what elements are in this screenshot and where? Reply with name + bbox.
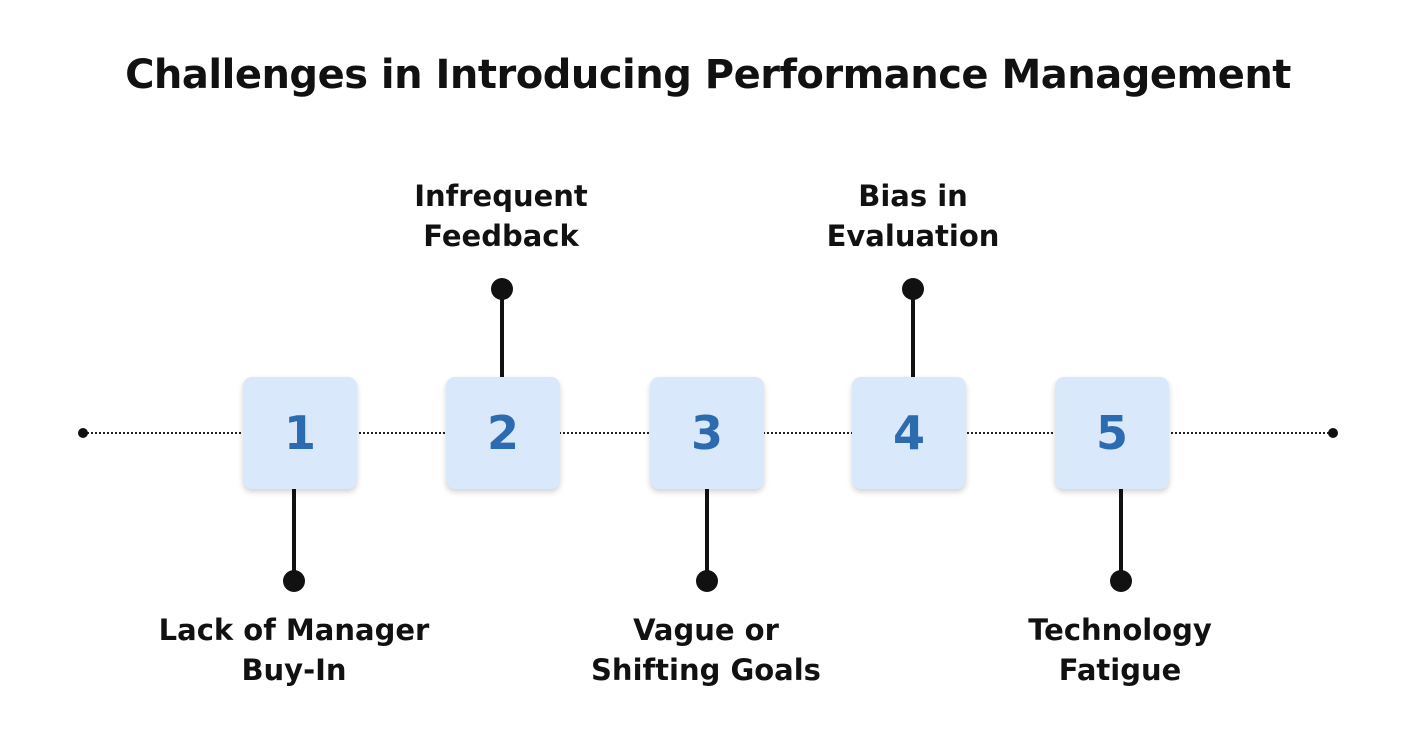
diagram-title: Challenges in Introducing Performance Ma… (125, 52, 1291, 98)
step-1-label: Lack of Manager Buy-In (158, 613, 430, 687)
step-2-knob (491, 278, 513, 300)
step-1-connector (292, 488, 296, 581)
timeline-start-dot (78, 428, 88, 438)
step-4-connector (911, 289, 915, 379)
step-2-label: Infrequent Feedback (414, 179, 588, 253)
step-5-box: 5 (1055, 377, 1169, 489)
step-4-box: 4 (852, 377, 966, 489)
step-5-connector (1119, 488, 1123, 581)
step-3-box: 3 (650, 377, 764, 489)
step-5-label: Technology Fatigue (1028, 613, 1212, 687)
step-4-knob (902, 278, 924, 300)
step-5-knob (1110, 570, 1132, 592)
step-2-box: 2 (446, 377, 560, 489)
step-2-connector (500, 289, 504, 379)
step-1-knob (283, 570, 305, 592)
step-4-label: Bias in Evaluation (826, 179, 1000, 253)
timeline-end-dot (1328, 428, 1338, 438)
step-3-label: Vague or Shifting Goals (591, 613, 821, 687)
step-1-box: 1 (243, 377, 357, 489)
step-3-knob (696, 570, 718, 592)
step-3-connector (705, 488, 709, 581)
